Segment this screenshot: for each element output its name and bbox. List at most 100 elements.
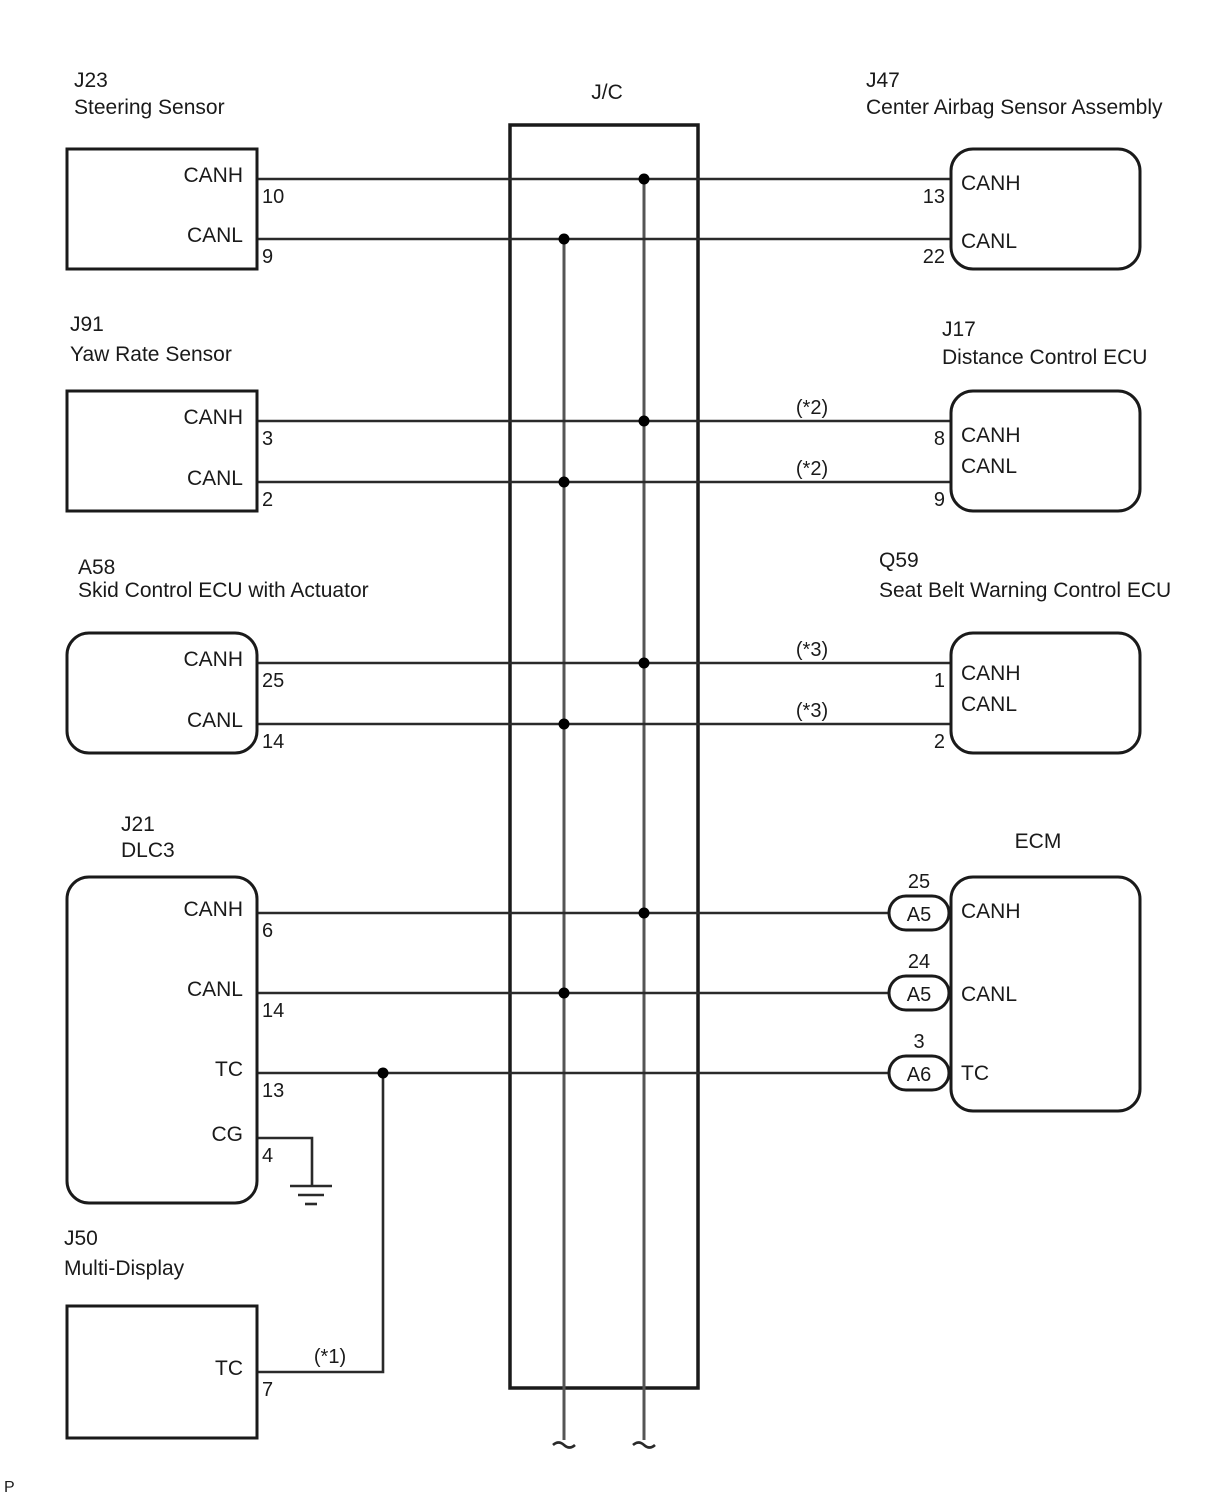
junction-dot — [558, 718, 570, 730]
pin-number: 13 — [262, 1080, 284, 1102]
wires — [257, 173, 951, 1374]
connector-code: A6 — [907, 1064, 931, 1086]
pin-signal-tc: TC — [215, 1058, 243, 1081]
pin-signal-canl: CANL — [961, 455, 1017, 478]
pin-signal-canl: CANL — [187, 467, 243, 490]
pin-signal-canl: CANL — [961, 983, 1017, 1006]
junction-connector: J/C — [508, 81, 700, 1449]
component-name: Steering Sensor — [74, 96, 225, 119]
junction-dot — [558, 233, 570, 245]
pin-number: 2 — [262, 489, 273, 511]
component-name: Skid Control ECU with Actuator — [78, 579, 369, 602]
pin-signal-tc: TC — [961, 1062, 989, 1085]
pin-number: 10 — [262, 186, 284, 208]
pin-number: 2 — [934, 731, 945, 753]
connector-pill — [887, 894, 951, 932]
junction-dot — [638, 173, 650, 185]
pin-number: 22 — [923, 246, 945, 268]
component-name: DLC3 — [121, 839, 175, 862]
pin-signal-canh: CANH — [183, 406, 243, 429]
wire-tc-branch — [257, 1073, 385, 1374]
junction-dot — [638, 657, 650, 669]
pin-signal-canl: CANL — [961, 230, 1017, 253]
component-code: J17 — [942, 318, 976, 341]
connector-code: A5 — [907, 904, 931, 926]
ground-icon — [290, 1184, 332, 1206]
pin-signal-canh: CANH — [961, 424, 1021, 447]
wire-note: (*1) — [314, 1346, 346, 1368]
pin-signal-tc: TC — [215, 1357, 243, 1380]
component-name: Yaw Rate Sensor — [70, 343, 232, 366]
pin-number: 14 — [262, 731, 284, 753]
pin-signal-canh: CANH — [961, 662, 1021, 685]
component-box — [949, 875, 1142, 1113]
wire-note: (*2) — [796, 458, 828, 480]
pin-number: 1 — [934, 670, 945, 692]
component-name: Seat Belt Warning Control ECU — [879, 579, 1171, 602]
connector-pill — [887, 974, 951, 1012]
component-name: Distance Control ECU — [942, 346, 1147, 369]
pin-signal-canh: CANH — [961, 900, 1021, 923]
component-box — [65, 875, 259, 1205]
junction-label: J/C — [591, 81, 623, 104]
canl-bus-break-icon — [552, 1441, 576, 1449]
pin-number: 9 — [262, 246, 273, 268]
component-code: J23 — [74, 69, 108, 92]
junction-dot — [558, 987, 570, 999]
component-box — [949, 147, 1142, 271]
pin-number: 3 — [913, 1031, 924, 1053]
wire-ground — [257, 1136, 314, 1186]
pin-number: 13 — [923, 186, 945, 208]
pin-number: 4 — [262, 1145, 273, 1167]
pin-number: 8 — [934, 428, 945, 450]
component-box — [65, 1304, 259, 1440]
pin-number: 25 — [908, 871, 930, 893]
pin-number: 14 — [262, 1000, 284, 1022]
pin-signal-canh: CANH — [961, 172, 1021, 195]
junction-box — [508, 123, 700, 1390]
wire-note: (*3) — [796, 639, 828, 661]
component-name: Center Airbag Sensor Assembly — [866, 96, 1163, 119]
component-box — [65, 631, 259, 755]
pin-signal-canl: CANL — [961, 693, 1017, 716]
connector-code: A5 — [907, 984, 931, 1006]
connector-pill — [887, 1054, 951, 1092]
component-code: A58 — [78, 556, 115, 579]
pin-signal-canh: CANH — [183, 898, 243, 921]
junction-dot — [638, 415, 650, 427]
component-code: J21 — [121, 813, 155, 836]
component-box — [949, 631, 1142, 755]
junction-dot — [377, 1067, 389, 1079]
component-code: J50 — [64, 1227, 98, 1250]
component-box — [949, 389, 1142, 513]
junction-dot — [558, 476, 570, 488]
pin-number: 7 — [262, 1379, 273, 1401]
pin-number: 24 — [908, 951, 930, 973]
component-box — [65, 389, 259, 513]
component-code: Q59 — [879, 549, 919, 572]
pin-signal-cg: CG — [212, 1123, 244, 1146]
pin-signal-canl: CANL — [187, 224, 243, 247]
pin-number: 6 — [262, 920, 273, 942]
canh-bus-break-icon — [632, 1441, 656, 1449]
pin-signal-canh: CANH — [183, 648, 243, 671]
pin-signal-canh: CANH — [183, 164, 243, 187]
pin-signal-canl: CANL — [187, 978, 243, 1001]
component-name: ECM — [1015, 830, 1062, 853]
junction-dot — [638, 907, 650, 919]
footer-mark: P — [4, 1479, 15, 1496]
component-name: Multi-Display — [64, 1257, 185, 1280]
component-code: J91 — [70, 313, 104, 336]
pin-number: 25 — [262, 670, 284, 692]
